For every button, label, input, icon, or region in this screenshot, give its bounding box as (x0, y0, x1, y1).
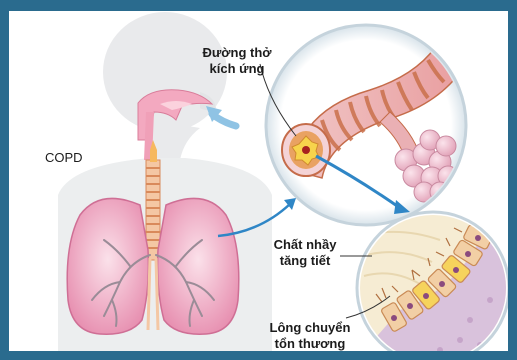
copd-label: COPD (45, 150, 83, 166)
mucus-label: Chất nhầy tăng tiết (269, 237, 341, 269)
cilia-label: Lông chuyển tổn thương (267, 320, 353, 351)
right-lung (158, 198, 239, 334)
tissue-zoom-lens (356, 212, 508, 351)
mucus-label-line2: tăng tiết (269, 253, 341, 269)
irritated-airway-label: Đường thở kích ứng (202, 45, 272, 77)
irritated-airway-label-line2: kích ứng (202, 61, 272, 77)
illustration-frame: COPD Đường thở kích ứng Chất nhầy tăng t… (9, 11, 508, 351)
irritation-arrow-icon (206, 106, 236, 126)
airway-zoom-lens (266, 25, 470, 225)
left-lung (67, 198, 148, 334)
cilia-label-line2: tổn thương (267, 336, 353, 351)
mucus-label-line1: Chất nhầy (269, 237, 341, 253)
irritated-airway-label-line1: Đường thở (202, 45, 272, 61)
airway-cross-section (282, 124, 330, 176)
cilia-label-line1: Lông chuyển (267, 320, 353, 336)
